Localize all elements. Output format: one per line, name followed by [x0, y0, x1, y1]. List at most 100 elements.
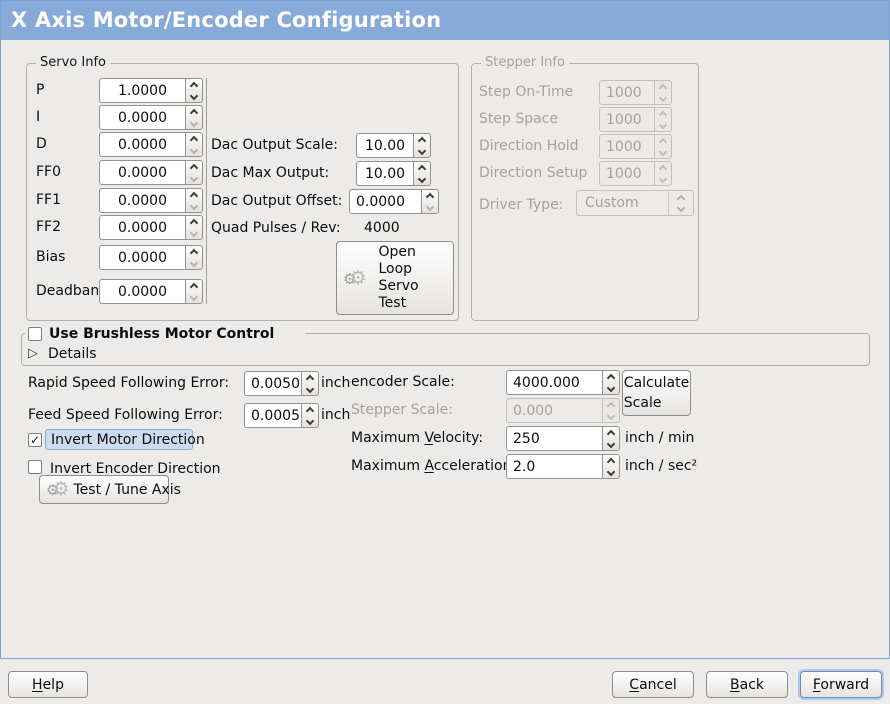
ff1-input[interactable]: 0.0000: [99, 188, 185, 213]
dac-max-output-spinbox[interactable]: 10.00: [356, 161, 431, 186]
dac-output-scale-spinner-buttons[interactable]: [413, 133, 431, 158]
bias-input[interactable]: 0.0000: [99, 245, 185, 270]
direction-setup-spinner-buttons: [654, 161, 672, 186]
invert-encoder-label[interactable]: Invert Encoder Direction: [50, 461, 221, 477]
encoder-scale-spinner-buttons[interactable]: [602, 370, 620, 395]
page-title: X Axis Motor/Encoder Configuration: [1, 1, 889, 40]
dac-max-output-spinner-buttons[interactable]: [413, 161, 431, 186]
calculate-scale-button[interactable]: Calculate Scale: [622, 370, 691, 416]
dac-max-output-input[interactable]: 10.00: [356, 161, 413, 186]
max-velocity-input[interactable]: 250: [506, 426, 602, 451]
use-brushless-label: Use Brushless Motor Control: [49, 326, 275, 342]
open-loop-servo-test-button[interactable]: ⚙⚙ Open Loop Servo Test: [336, 241, 454, 315]
deadband-input[interactable]: 0.0000: [99, 279, 185, 304]
details-expander-label[interactable]: Details: [48, 346, 97, 362]
bias-spinbox[interactable]: 0.0000: [99, 245, 203, 270]
open-loop-line: Loop: [378, 261, 413, 277]
open-loop-line: Servo: [378, 278, 419, 294]
invert-encoder-checkbox[interactable]: [28, 460, 42, 474]
i-input[interactable]: 0.0000: [99, 105, 185, 130]
forward-button[interactable]: Forward: [800, 671, 882, 698]
open-loop-line: Open: [378, 244, 416, 260]
driver-type-dropdown: Custom: [576, 190, 694, 216]
ff2-input[interactable]: 0.0000: [99, 215, 185, 240]
wizard-panel: X Axis Motor/Encoder Configuration Servo…: [0, 0, 890, 659]
rapid-following-error-spinner-buttons[interactable]: [301, 371, 319, 396]
feed-following-error-label: Feed Speed Following Error:: [28, 407, 223, 423]
max-velocity-spinner-buttons[interactable]: [602, 426, 620, 451]
deadband-spinbox[interactable]: 0.0000: [99, 279, 203, 304]
rapid-following-error-unit: inch: [321, 375, 351, 391]
max-acceleration-input[interactable]: 2.0: [506, 454, 602, 479]
dac-output-scale-label: Dac Output Scale:: [211, 137, 338, 153]
dac-output-offset-spinner-buttons[interactable]: [421, 189, 439, 214]
dac-output-offset-label: Dac Output Offset:: [211, 193, 343, 209]
gears-icon: ⚙⚙: [46, 478, 70, 500]
bias-label: Bias: [36, 249, 66, 265]
direction-hold-label: Direction Hold: [479, 138, 579, 154]
checkmark-icon: ✓: [29, 433, 41, 447]
back-button[interactable]: Back: [706, 671, 788, 698]
ff1-spinner-buttons[interactable]: [185, 188, 203, 213]
max-acceleration-spinbox[interactable]: 2.0: [506, 454, 620, 479]
i-spinbox[interactable]: 0.0000: [99, 105, 203, 130]
max-acceleration-label: Maximum Acceleration:: [351, 458, 517, 474]
deadband-spinner-buttons[interactable]: [185, 279, 203, 304]
brushless-frame: [21, 333, 870, 366]
stepper-scale-label: Stepper Scale:: [351, 402, 453, 418]
p-input[interactable]: 1.0000: [99, 78, 185, 103]
stepper-scale-spinbox: 0.000: [506, 398, 620, 423]
invert-motor-label[interactable]: Invert Motor Direction: [45, 429, 205, 450]
driver-type-value: Custom: [585, 195, 639, 211]
ff2-spinner-buttons[interactable]: [185, 215, 203, 240]
help-button[interactable]: Help: [8, 671, 88, 698]
dac-output-scale-input[interactable]: 10.00: [356, 133, 413, 158]
d-spinner-buttons[interactable]: [185, 132, 203, 157]
dropdown-arrows-icon: [668, 191, 693, 215]
d-input[interactable]: 0.0000: [99, 132, 185, 157]
p-spinner-buttons[interactable]: [185, 78, 203, 103]
servo-info-frame-title: Servo Info: [36, 55, 110, 70]
ff0-input[interactable]: 0.0000: [99, 160, 185, 185]
encoder-scale-spinbox[interactable]: 4000.000: [506, 370, 620, 395]
driver-type-label: Driver Type:: [479, 197, 564, 213]
ff0-spinner-buttons[interactable]: [185, 160, 203, 185]
gears-icon: ⚙⚙: [343, 266, 367, 289]
max-velocity-spinbox[interactable]: 250: [506, 426, 620, 451]
quad-pulses-value: 4000: [364, 220, 400, 236]
expander-icon[interactable]: ▷: [28, 346, 38, 361]
direction-hold-spinbox: 1000: [599, 134, 672, 159]
dac-output-scale-spinbox[interactable]: 10.00: [356, 133, 431, 158]
ff1-spinbox[interactable]: 0.0000: [99, 188, 203, 213]
dac-output-offset-input[interactable]: 0.0000: [349, 189, 421, 214]
direction-setup-spinbox: 1000: [599, 161, 672, 186]
test-tune-axis-button[interactable]: ⚙⚙ Test / Tune Axis: [39, 475, 181, 504]
rapid-following-error-input[interactable]: 0.0050: [244, 371, 301, 396]
feed-following-error-input[interactable]: 0.0005: [244, 403, 301, 428]
invert-motor-checkbox[interactable]: ✓: [28, 433, 42, 447]
p-spinbox[interactable]: 1.0000: [99, 78, 203, 103]
dac-output-offset-spinbox[interactable]: 0.0000: [349, 189, 439, 214]
max-velocity-label: Maximum Velocity:: [351, 430, 484, 446]
bias-spinner-buttons[interactable]: [185, 245, 203, 270]
feed-following-error-spinbox[interactable]: 0.0005: [244, 403, 319, 428]
direction-hold-spinner-buttons: [654, 134, 672, 159]
cancel-button[interactable]: Cancel: [612, 671, 694, 698]
encoder-scale-input[interactable]: 4000.000: [506, 370, 602, 395]
step-on-time-spinner-buttons: [654, 80, 672, 105]
i-spinner-buttons[interactable]: [185, 105, 203, 130]
rapid-following-error-spinbox[interactable]: 0.0050: [244, 371, 319, 396]
stepper-info-frame-title: Stepper Info: [481, 55, 569, 70]
step-space-spinner-buttons: [654, 107, 672, 132]
direction-hold-input: 1000: [599, 134, 654, 159]
use-brushless-checkbox[interactable]: [28, 327, 42, 341]
i-label: I: [36, 109, 41, 125]
feed-following-error-spinner-buttons[interactable]: [301, 403, 319, 428]
max-acceleration-spinner-buttons[interactable]: [602, 454, 620, 479]
max-velocity-unit: inch / min: [625, 430, 695, 446]
ff0-spinbox[interactable]: 0.0000: [99, 160, 203, 185]
ff2-spinbox[interactable]: 0.0000: [99, 215, 203, 240]
p-label: P: [36, 82, 45, 98]
d-spinbox[interactable]: 0.0000: [99, 132, 203, 157]
ff2-label: FF2: [36, 219, 62, 235]
